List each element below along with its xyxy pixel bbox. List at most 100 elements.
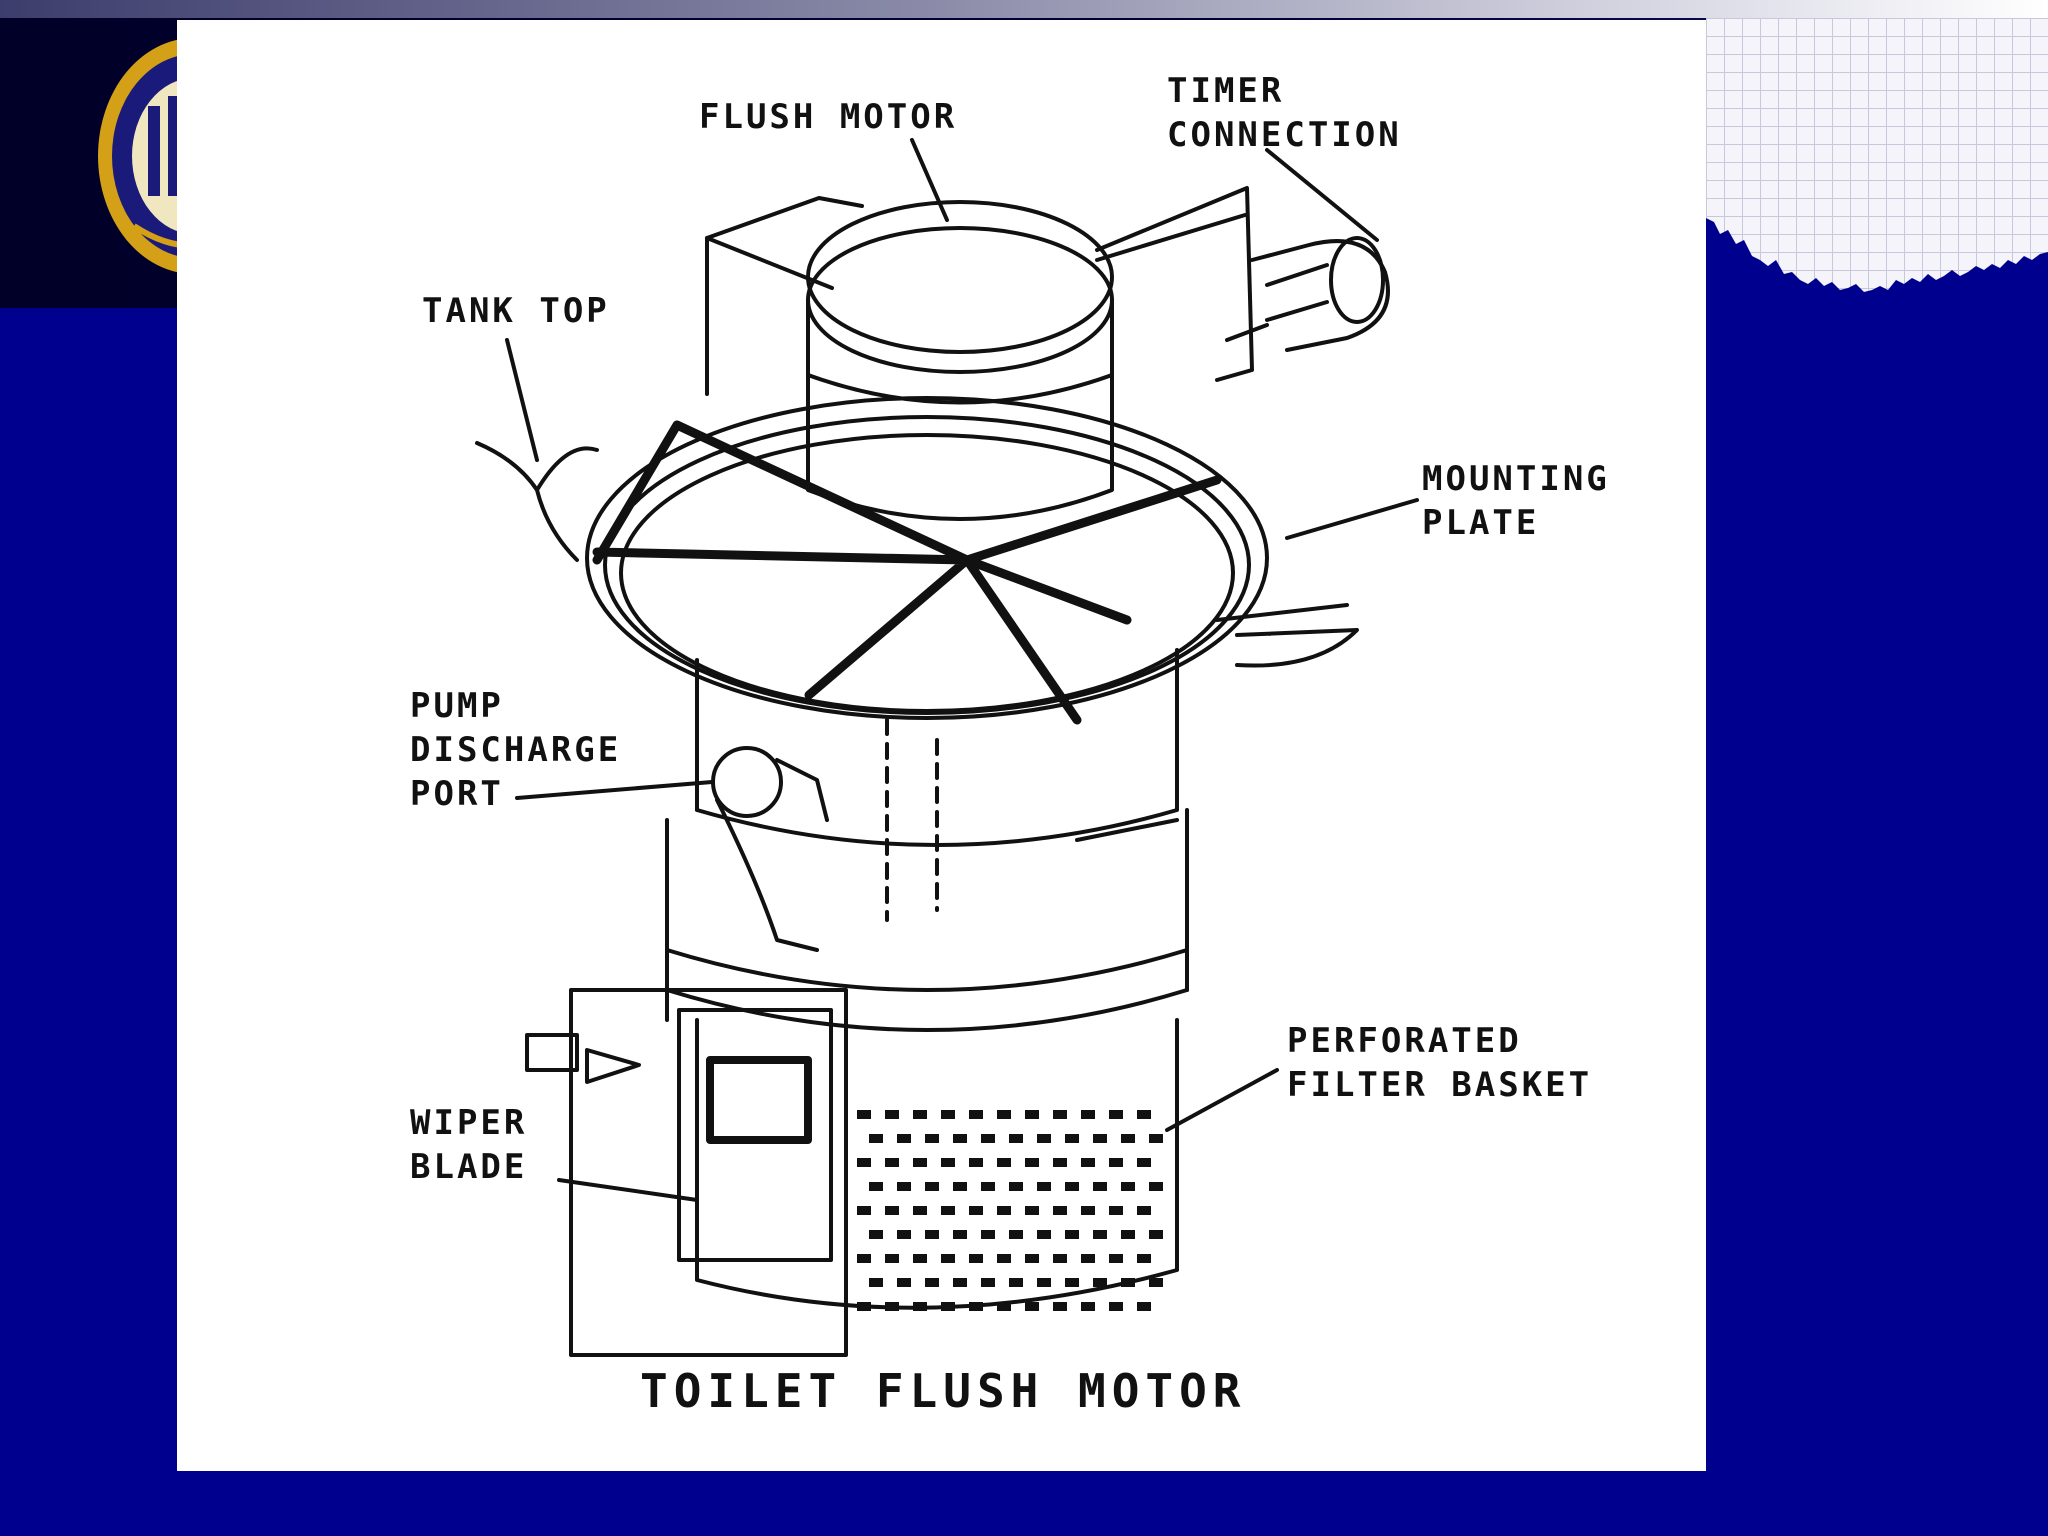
perforation-hole (1053, 1302, 1067, 1311)
pump-discharge-port (711, 746, 783, 818)
label-tank-top: TANK TOP (422, 291, 610, 331)
perforation-hole (857, 1110, 871, 1119)
perforation-hole (857, 1206, 871, 1215)
perforation-hole (941, 1302, 955, 1311)
label-wiper-blade-line1: WIPER (410, 1103, 528, 1143)
perforation-hole (941, 1110, 955, 1119)
perforation-hole (969, 1206, 983, 1215)
perforation-hole (857, 1158, 871, 1167)
perforation-hole (1009, 1278, 1023, 1287)
perforation-hole (1121, 1182, 1135, 1191)
perforation-hole (981, 1134, 995, 1143)
perforation-hole (885, 1302, 899, 1311)
perforation-hole (1009, 1134, 1023, 1143)
perforation-hole (1009, 1182, 1023, 1191)
label-filter-basket-line2: FILTER BASKET (1287, 1065, 1593, 1105)
perforation-hole (1081, 1110, 1095, 1119)
perforation-hole (997, 1254, 1011, 1263)
label-flush-motor: FLUSH MOTOR (699, 97, 958, 137)
perforation-hole (1121, 1230, 1135, 1239)
perforation-hole (869, 1182, 883, 1191)
motor-cylinder-top (806, 200, 1114, 354)
diagram-caption: TOILET FLUSH MOTOR (640, 1364, 1247, 1418)
perforation-hole (1109, 1158, 1123, 1167)
perforation-hole (1137, 1158, 1151, 1167)
perforation-hole (1037, 1230, 1051, 1239)
perforation-hole (1081, 1254, 1095, 1263)
perforation-hole (1065, 1134, 1079, 1143)
perforation-hole (913, 1302, 927, 1311)
perforation-hole (885, 1110, 899, 1119)
perforation-hole (1065, 1230, 1079, 1239)
perforation-hole (1121, 1278, 1135, 1287)
perforation-hole (897, 1278, 911, 1287)
perforation-hole (1109, 1254, 1123, 1263)
perforation-hole (1149, 1134, 1163, 1143)
wiper-blade (706, 1056, 812, 1144)
lower-housing (665, 808, 1189, 1022)
perforation-hole (869, 1278, 883, 1287)
perforation-hole (953, 1278, 967, 1287)
leader-flush-motor (910, 138, 949, 222)
label-pump-discharge-port-line3: PORT (410, 774, 504, 814)
perforation-hole (885, 1158, 899, 1167)
motor-housing-box (705, 196, 864, 396)
perforation-hole (869, 1230, 883, 1239)
header-grid-panel (1706, 18, 2048, 308)
header-skyline-graphic (1706, 218, 2048, 310)
leader-mounting-plate (1285, 498, 1419, 540)
perforation-hole (1081, 1158, 1095, 1167)
perforation-hole (1025, 1254, 1039, 1263)
perforation-hole (1093, 1182, 1107, 1191)
perforation-hole (1025, 1110, 1039, 1119)
perforation-hole (1009, 1230, 1023, 1239)
tank-top-flange (475, 441, 599, 562)
leader-wiper-blade (557, 1178, 699, 1202)
perforation-hole (913, 1110, 927, 1119)
label-filter-basket-line1: PERFORATED (1287, 1021, 1522, 1061)
perforation-hole (953, 1134, 967, 1143)
perforation-hole (1137, 1206, 1151, 1215)
perforation-hole (885, 1254, 899, 1263)
perforation-hole (925, 1134, 939, 1143)
perforation-hole (1025, 1206, 1039, 1215)
label-pump-discharge-port-line1: PUMP (410, 686, 504, 726)
wiper-bracket (569, 988, 848, 1357)
perforation-hole (981, 1182, 995, 1191)
leader-pump-discharge (515, 780, 714, 800)
perforation-hole (925, 1278, 939, 1287)
perforation-hole (897, 1182, 911, 1191)
perforation-hole (997, 1206, 1011, 1215)
label-pump-discharge-port-line2: DISCHARGE (410, 730, 622, 770)
perforation-hole (941, 1158, 955, 1167)
perforation-hole (885, 1206, 899, 1215)
leader-filter-basket (1165, 1068, 1279, 1132)
label-mounting-plate-line1: MOUNTING (1422, 459, 1610, 499)
perforation-hole (1037, 1134, 1051, 1143)
perforation-hole (1109, 1302, 1123, 1311)
perforation-hole (1093, 1230, 1107, 1239)
perforation-hole (857, 1254, 871, 1263)
perforation-hole (925, 1230, 939, 1239)
perforation-hole (981, 1230, 995, 1239)
leader-timer-connection (1265, 148, 1379, 242)
perforation-hole (1081, 1302, 1095, 1311)
perforation-hole (1137, 1302, 1151, 1311)
perforation-hole (1149, 1278, 1163, 1287)
perforation-hole (1109, 1110, 1123, 1119)
perforation-hole (1065, 1182, 1079, 1191)
perforation-hole (1093, 1134, 1107, 1143)
perforation-hole (869, 1134, 883, 1143)
perforation-hole (1081, 1206, 1095, 1215)
perforation-hole (969, 1302, 983, 1311)
perforation-hole (969, 1254, 983, 1263)
perforation-hole (1065, 1278, 1079, 1287)
leader-tank-top (505, 338, 539, 462)
perforation-hole (981, 1278, 995, 1287)
perforation-hole (913, 1158, 927, 1167)
label-timer-connection-line1: TIMER (1167, 71, 1285, 111)
perforation-hole (941, 1206, 955, 1215)
label-mounting-plate-line2: PLATE (1422, 503, 1540, 543)
mounting-plate (585, 396, 1269, 720)
perforation-hole (913, 1206, 927, 1215)
